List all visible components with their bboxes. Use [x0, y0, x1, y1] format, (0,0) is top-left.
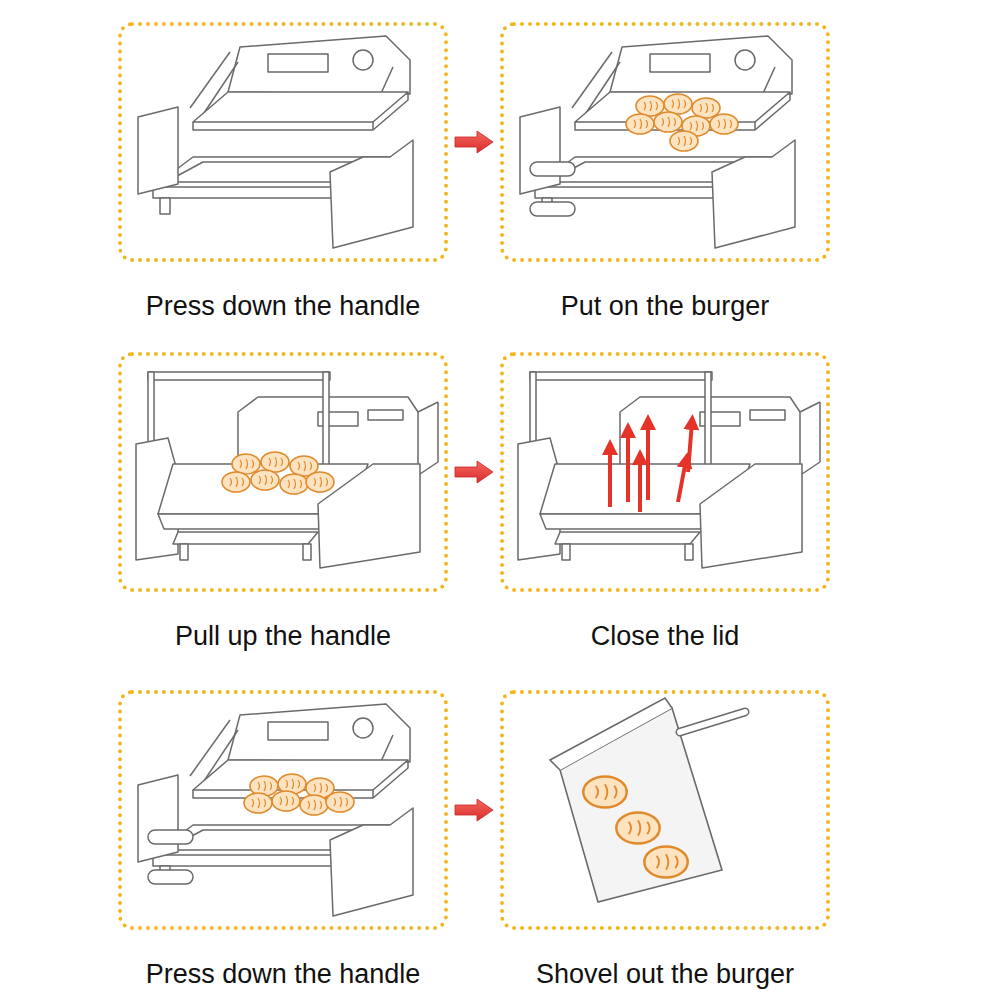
machine-open: [136, 372, 438, 568]
flow-arrow: [455, 799, 493, 821]
step-panel: Close the lid: [500, 352, 830, 662]
step-caption: Press down the handle: [98, 958, 468, 990]
machine-closing: [138, 704, 413, 916]
dotted-frame: [500, 22, 830, 262]
dotted-frame: [118, 22, 448, 262]
step-caption: Close the lid: [480, 620, 850, 652]
step-panel: Pull up the handle: [118, 352, 448, 662]
machine-heating: [518, 372, 820, 568]
flow-arrow: [455, 461, 493, 483]
step-panel: Press down the handle: [118, 22, 448, 332]
machine-closed: [138, 36, 413, 248]
dotted-frame: [118, 690, 448, 930]
dotted-frame: [118, 352, 448, 592]
dotted-frame: [500, 352, 830, 592]
flow-arrow: [455, 131, 493, 153]
step-panel: Shovel out the burger: [500, 690, 830, 1000]
step-panel: Press down the handle: [118, 690, 448, 1000]
dotted-frame: [500, 690, 830, 930]
step-caption: Pull up the handle: [98, 620, 468, 652]
heat-arrows: [610, 422, 692, 512]
step-caption: Shovel out the burger: [480, 958, 850, 990]
step-panel: Put on the burger: [500, 22, 830, 332]
step-caption: Put on the burger: [480, 290, 850, 322]
bun-shovel: [550, 698, 745, 902]
machine-with-buns: [520, 36, 795, 248]
step-caption: Press down the handle: [98, 290, 468, 322]
